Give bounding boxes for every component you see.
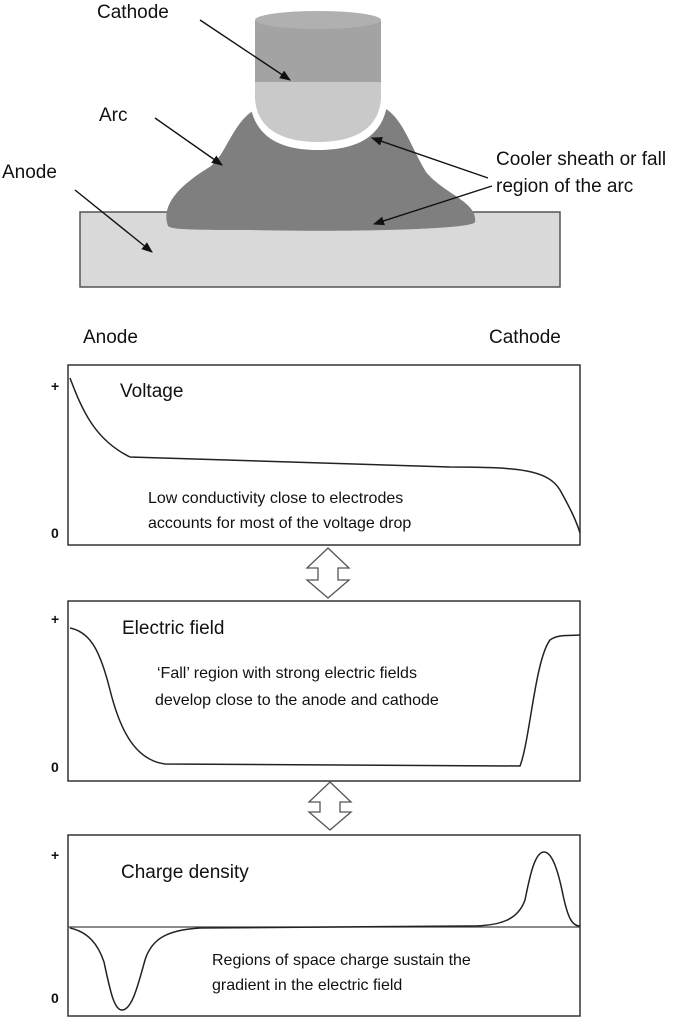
label-arc: Arc — [99, 105, 128, 126]
field-note-line2: develop close to the anode and cathode — [155, 692, 439, 709]
cathode-top — [255, 11, 381, 29]
arrow-sheath-upper — [370, 137, 489, 179]
field-curve — [69, 627, 581, 767]
charge-note-line1: Regions of space charge sustain the — [212, 952, 471, 969]
label-sheath-line1: Cooler sheath or fall — [496, 149, 666, 170]
label-cathode: Cathode — [97, 2, 169, 23]
arrow-cathode — [199, 19, 291, 81]
voltage-note-line2: accounts for most of the voltage drop — [148, 515, 411, 532]
voltage-curve — [69, 377, 581, 534]
cathode-tip — [255, 82, 381, 142]
charge-tick-plus: + — [51, 847, 59, 863]
field-note-line1: ‘Fall’ region with strong electric field… — [157, 665, 417, 682]
label-anode: Anode — [2, 162, 57, 183]
voltage-panel — [67, 364, 581, 546]
voltage-title: Voltage — [120, 381, 183, 402]
field-panel — [67, 600, 581, 782]
voltage-tick-plus: + — [51, 378, 59, 394]
axis-end-anode: Anode — [83, 327, 138, 348]
charge-curve — [69, 851, 581, 1011]
arc-plasma — [166, 98, 476, 231]
voltage-tick-zero: 0 — [51, 525, 59, 541]
charge-title: Charge density — [121, 862, 249, 883]
double-arrow-icon — [307, 781, 353, 831]
voltage-note-line1: Low conductivity close to electrodes — [148, 490, 403, 507]
cathode-upper — [255, 20, 381, 82]
arrow-arc — [154, 117, 223, 166]
axis-end-cathode: Cathode — [489, 327, 561, 348]
arrow-sheath-lower — [372, 185, 493, 226]
field-title: Electric field — [122, 618, 224, 639]
arrow-anode — [74, 189, 153, 253]
charge-note-line2: gradient in the electric field — [212, 977, 402, 994]
charge-tick-zero: 0 — [51, 990, 59, 1006]
double-arrow-icon — [305, 547, 351, 599]
label-sheath-line2: region of the arc — [496, 176, 633, 197]
field-tick-plus: + — [51, 611, 59, 627]
field-tick-zero: 0 — [51, 759, 59, 775]
